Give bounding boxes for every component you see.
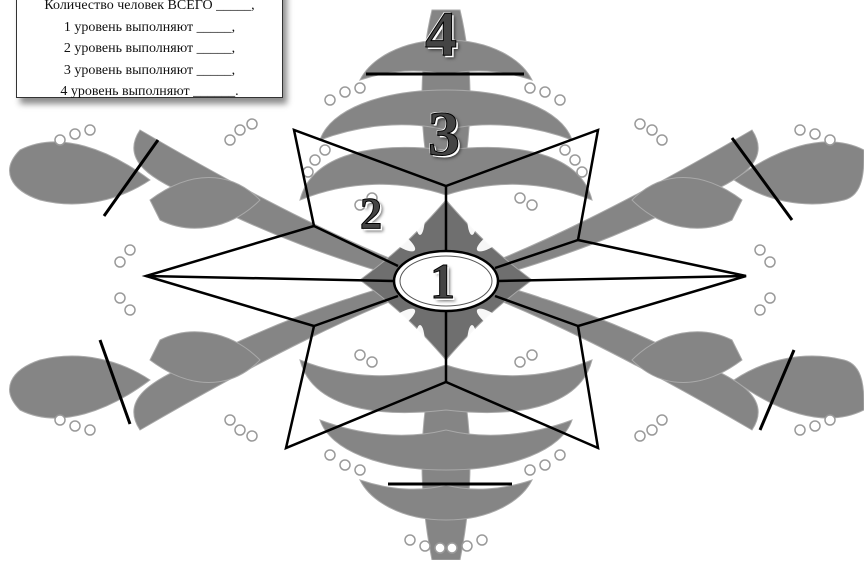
level-label-2: 2 [360, 192, 382, 236]
level-label-1: 1 [430, 256, 455, 306]
level-1-line: 1 уровень выполняют _____, [17, 17, 282, 39]
level-label-3: 3 [428, 102, 460, 166]
level-4-line: 4 уровень выполняют ______. [17, 81, 282, 103]
participants-info-box: Количество человек ВСЕГО _____, 1 уровен… [16, 0, 283, 98]
level-3-line: 3 уровень выполняют _____, [17, 60, 282, 82]
level-2-line: 2 уровень выполняют _____, [17, 38, 282, 60]
level-label-4: 4 [425, 2, 457, 66]
total-count-line: Количество человек ВСЕГО _____, [17, 0, 282, 17]
